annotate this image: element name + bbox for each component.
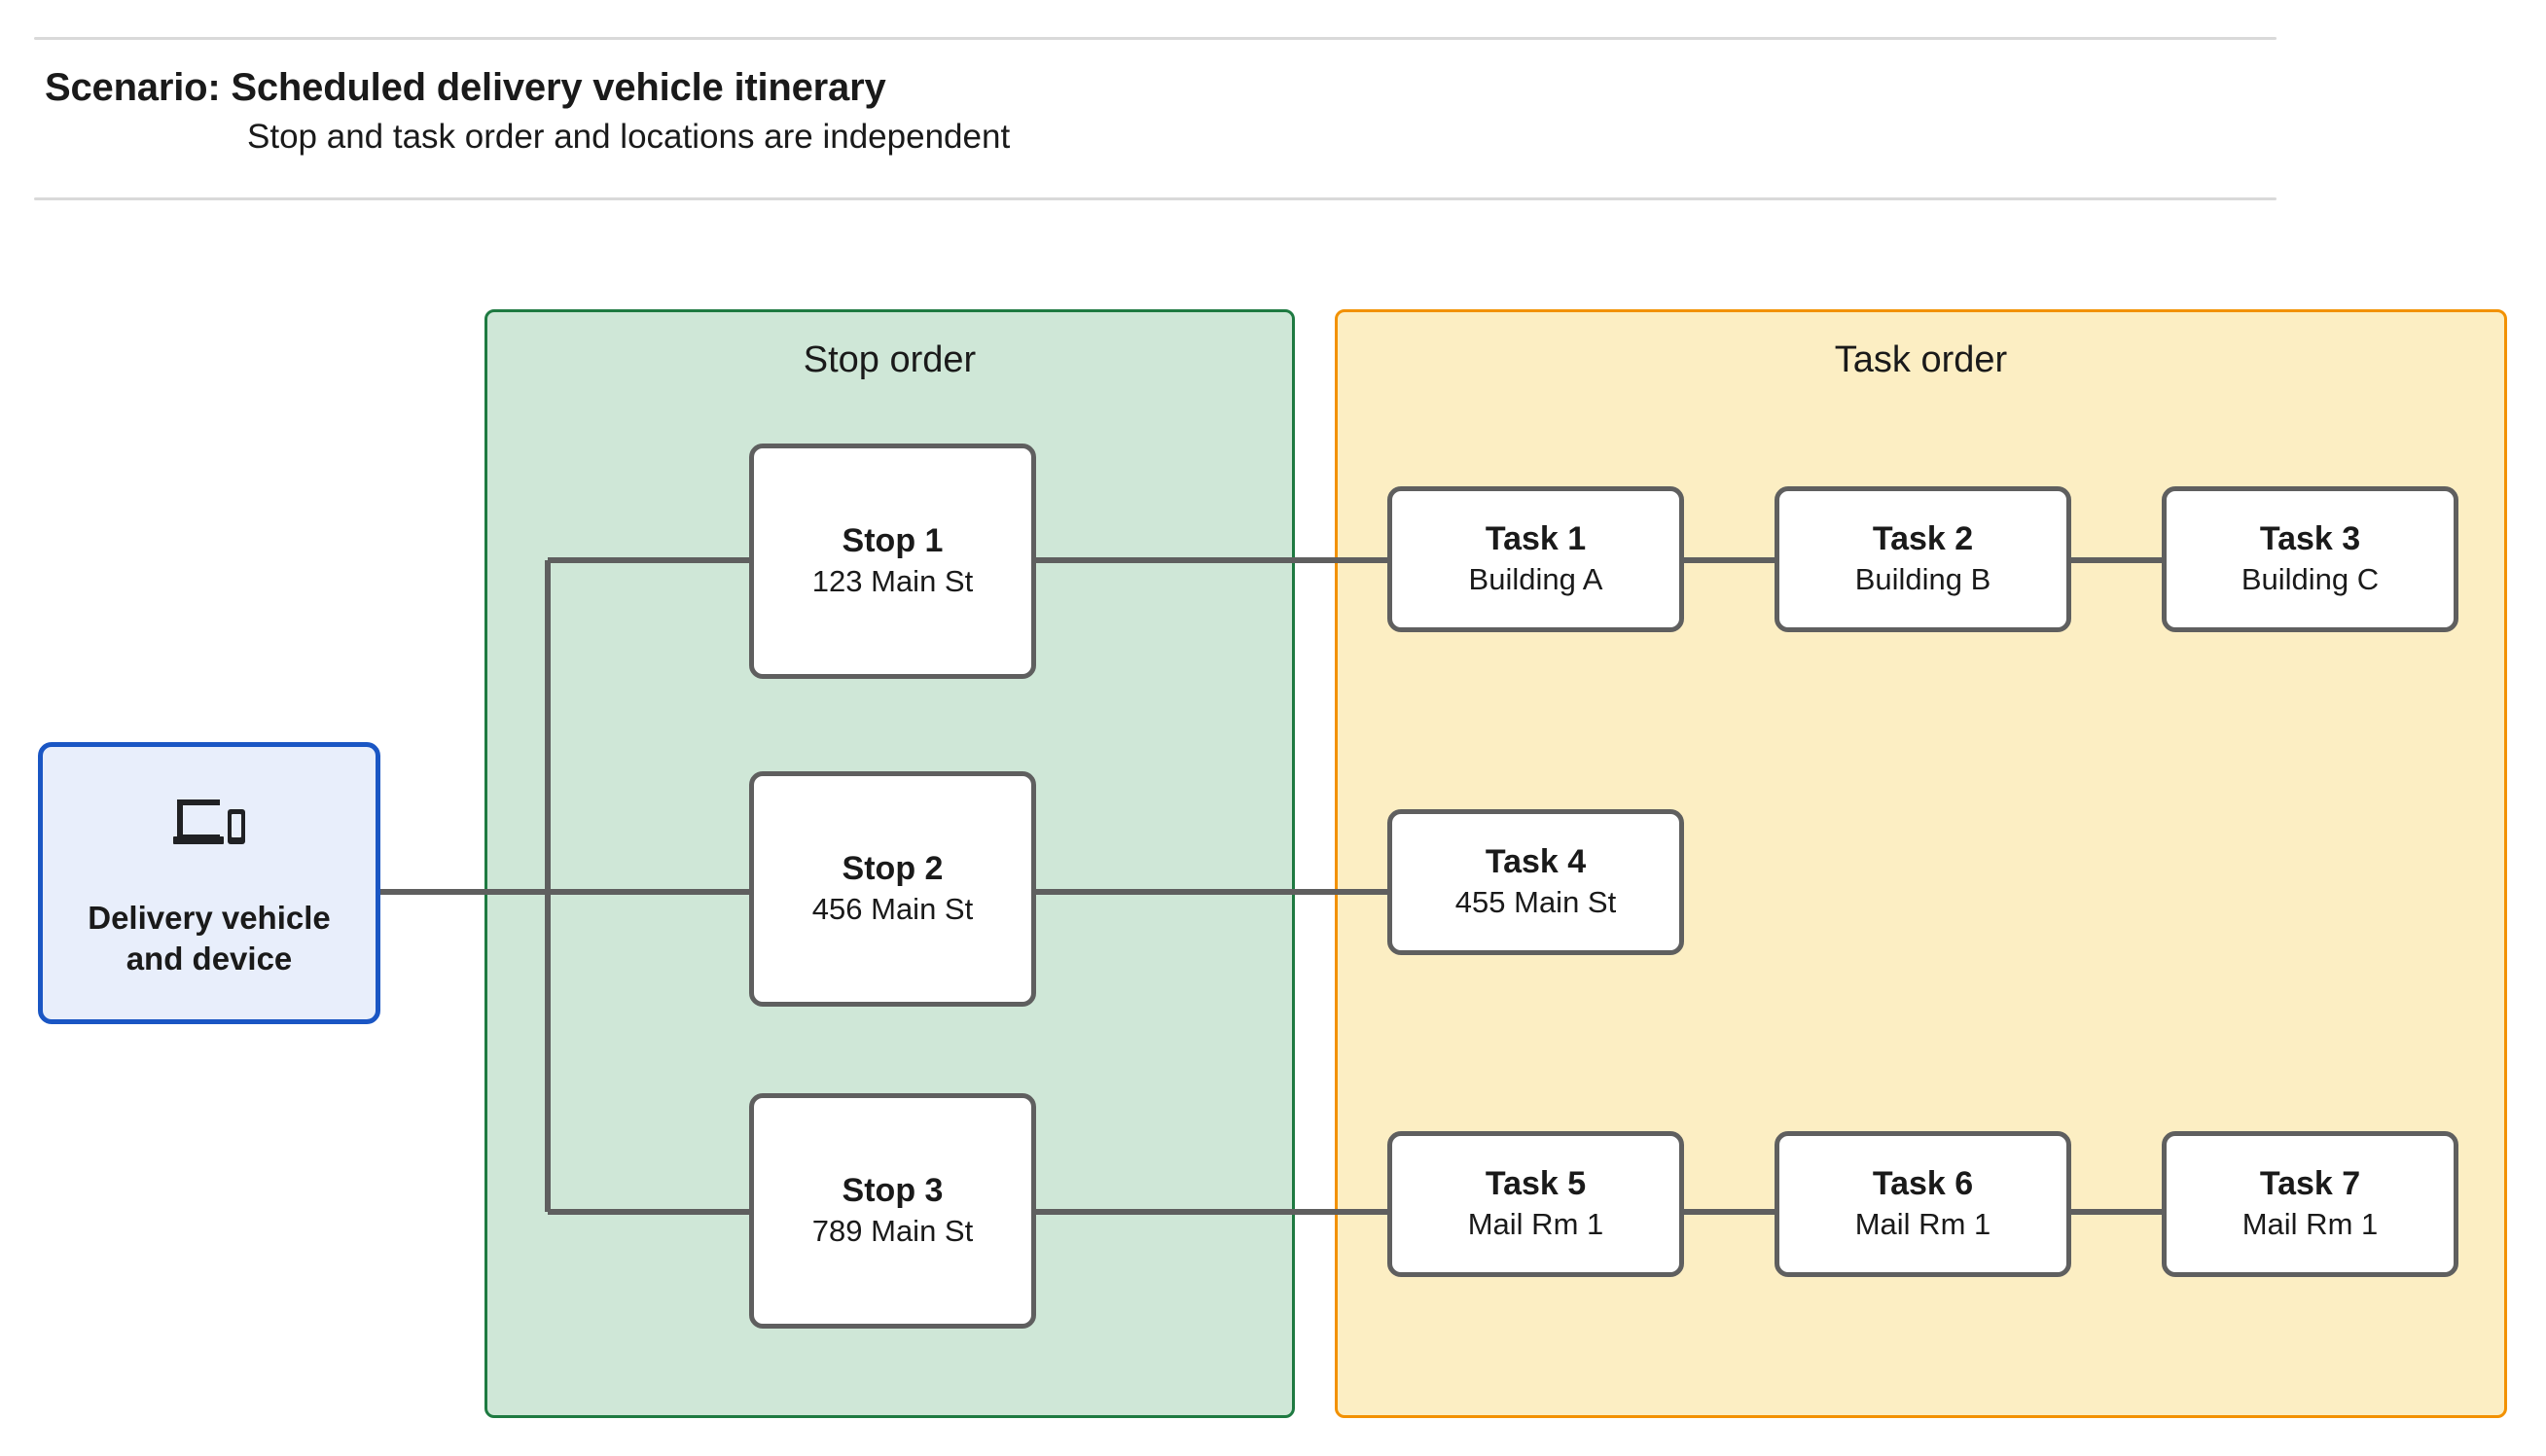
delivery-vehicle-node[interactable]: Delivery vehicle and device — [38, 742, 380, 1024]
stop-1-address: 123 Main St — [811, 564, 974, 599]
stop-node-3[interactable]: Stop 3 789 Main St — [749, 1093, 1036, 1329]
page-title: Scenario: Scheduled delivery vehicle iti… — [45, 66, 886, 109]
task-7-location: Mail Rm 1 — [2241, 1207, 2379, 1242]
task-2-title: Task 2 — [1872, 520, 1974, 558]
stop-2-address: 456 Main St — [811, 892, 974, 927]
task-3-title: Task 3 — [2259, 520, 2361, 558]
task-2-location: Building B — [1854, 562, 1991, 597]
delivery-vehicle-label: Delivery vehicle and device — [88, 898, 331, 979]
header-divider-top — [34, 37, 2277, 40]
devices-icon — [173, 796, 245, 857]
task-5-title: Task 5 — [1485, 1165, 1587, 1203]
task-node-2[interactable]: Task 2 Building B — [1775, 486, 2071, 632]
task-4-location: 455 Main St — [1454, 885, 1617, 920]
task-node-3[interactable]: Task 3 Building C — [2162, 486, 2458, 632]
task-node-1[interactable]: Task 1 Building A — [1387, 486, 1684, 632]
task-6-title: Task 6 — [1872, 1165, 1974, 1203]
task-6-location: Mail Rm 1 — [1854, 1207, 1991, 1242]
stop-1-title: Stop 1 — [842, 522, 944, 560]
stop-node-1[interactable]: Stop 1 123 Main St — [749, 444, 1036, 679]
task-node-4[interactable]: Task 4 455 Main St — [1387, 809, 1684, 955]
task-order-panel-title: Task order — [1834, 339, 2008, 380]
task-5-location: Mail Rm 1 — [1467, 1207, 1604, 1242]
page-subtitle: Stop and task order and locations are in… — [247, 118, 1011, 156]
stop-node-2[interactable]: Stop 2 456 Main St — [749, 771, 1036, 1007]
task-1-location: Building A — [1468, 562, 1603, 597]
task-7-title: Task 7 — [2259, 1165, 2361, 1203]
stop-3-title: Stop 3 — [842, 1172, 944, 1210]
delivery-vehicle-label-line2: and device — [126, 941, 293, 977]
delivery-vehicle-label-line1: Delivery vehicle — [88, 900, 331, 936]
stop-3-address: 789 Main St — [811, 1214, 974, 1249]
header-divider-bottom — [34, 197, 2277, 200]
task-node-5[interactable]: Task 5 Mail Rm 1 — [1387, 1131, 1684, 1277]
task-node-6[interactable]: Task 6 Mail Rm 1 — [1775, 1131, 2071, 1277]
task-3-location: Building C — [2241, 562, 2380, 597]
task-4-title: Task 4 — [1485, 843, 1587, 881]
stop-order-panel-title: Stop order — [803, 339, 977, 380]
stop-2-title: Stop 2 — [842, 850, 944, 888]
task-node-7[interactable]: Task 7 Mail Rm 1 — [2162, 1131, 2458, 1277]
task-1-title: Task 1 — [1485, 520, 1587, 558]
